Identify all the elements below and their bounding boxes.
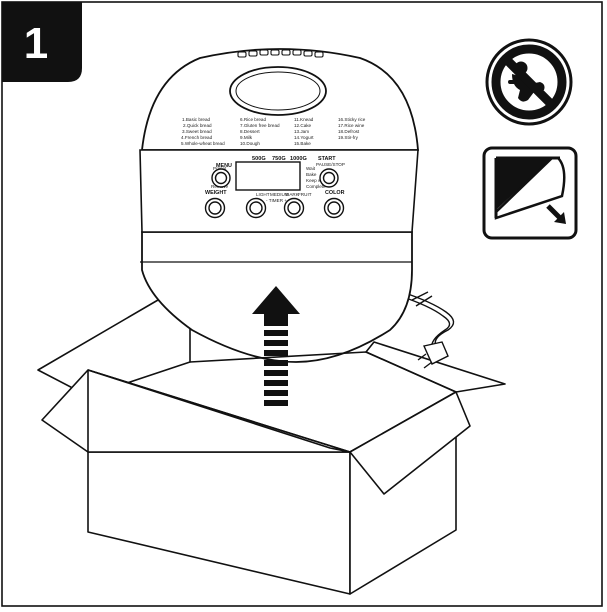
color-label: COLOR [325, 190, 345, 196]
program-1: 1.Basic bread [182, 117, 211, 122]
program-3: 3.Sweet bread [182, 129, 212, 134]
status-keep-warm: Keep warm [306, 178, 329, 183]
program-13: 13.Jam [294, 129, 309, 134]
status-wait: Wait [306, 166, 316, 171]
program-9: 9.Milk [240, 135, 253, 140]
timer-label: - TIMER + [266, 198, 287, 203]
program-8: 8.Dessert [240, 129, 260, 134]
box [37, 299, 506, 397]
lift-box-corner-icon [482, 146, 578, 240]
program-7: 7.Gluten free bread [240, 123, 280, 128]
program-12: 12.Cake [294, 123, 312, 128]
weight-500: 500G [252, 156, 266, 162]
weight-label: WEIGHT [205, 190, 227, 196]
program-4: 4.French bread [181, 135, 213, 140]
program-14: 14.Yogurt [294, 135, 314, 140]
program-16: 16.Sticky rice [338, 117, 366, 122]
program-10: 10.Dough [240, 141, 260, 146]
weight-750: 750G [272, 156, 286, 162]
status-bake: Bake [306, 172, 317, 177]
start-label: START [318, 156, 336, 162]
weight-1000: 1000G [290, 156, 307, 162]
program-5: 5.Whole-wheat bread [181, 141, 225, 146]
bread-maker: 1.Basic bread 2.Quick bread 3.Sweet brea… [139, 48, 419, 406]
lift-up-arrow [252, 286, 300, 406]
step-number: 1 [24, 19, 48, 68]
program-11: 11.Knead [294, 117, 314, 122]
program-15: 15.Bake [294, 141, 311, 146]
menu-label: MENU [216, 163, 232, 169]
step-badge: 1 [2, 2, 82, 82]
box-body [41, 351, 471, 595]
box-right-flap-front [349, 391, 471, 495]
steam-vents [237, 49, 324, 58]
crust-light: LIGHT [256, 192, 270, 197]
crust-fruit: FRUIT [298, 192, 312, 197]
lcd-display [235, 161, 301, 191]
status-complete: Complete [306, 184, 326, 189]
program-19: 19.Stir-fry [338, 135, 359, 140]
start-sublabel: PAUSE/STOP [316, 162, 345, 167]
power-cord [399, 291, 455, 369]
program-18: 18.Defrost [338, 129, 360, 134]
crust-medium: MEDIUM [270, 192, 289, 197]
crust-dark: DARK [286, 192, 300, 197]
program-6: 6.Rice bread [240, 117, 266, 122]
program-2: 2.Quick bread [183, 123, 212, 128]
no-children-prohibition-icon [485, 38, 573, 126]
box-front [87, 451, 351, 595]
program-17: 17.Rice wine [338, 123, 365, 128]
program-list: 1.Basic bread 2.Quick bread 3.Sweet brea… [181, 117, 366, 146]
